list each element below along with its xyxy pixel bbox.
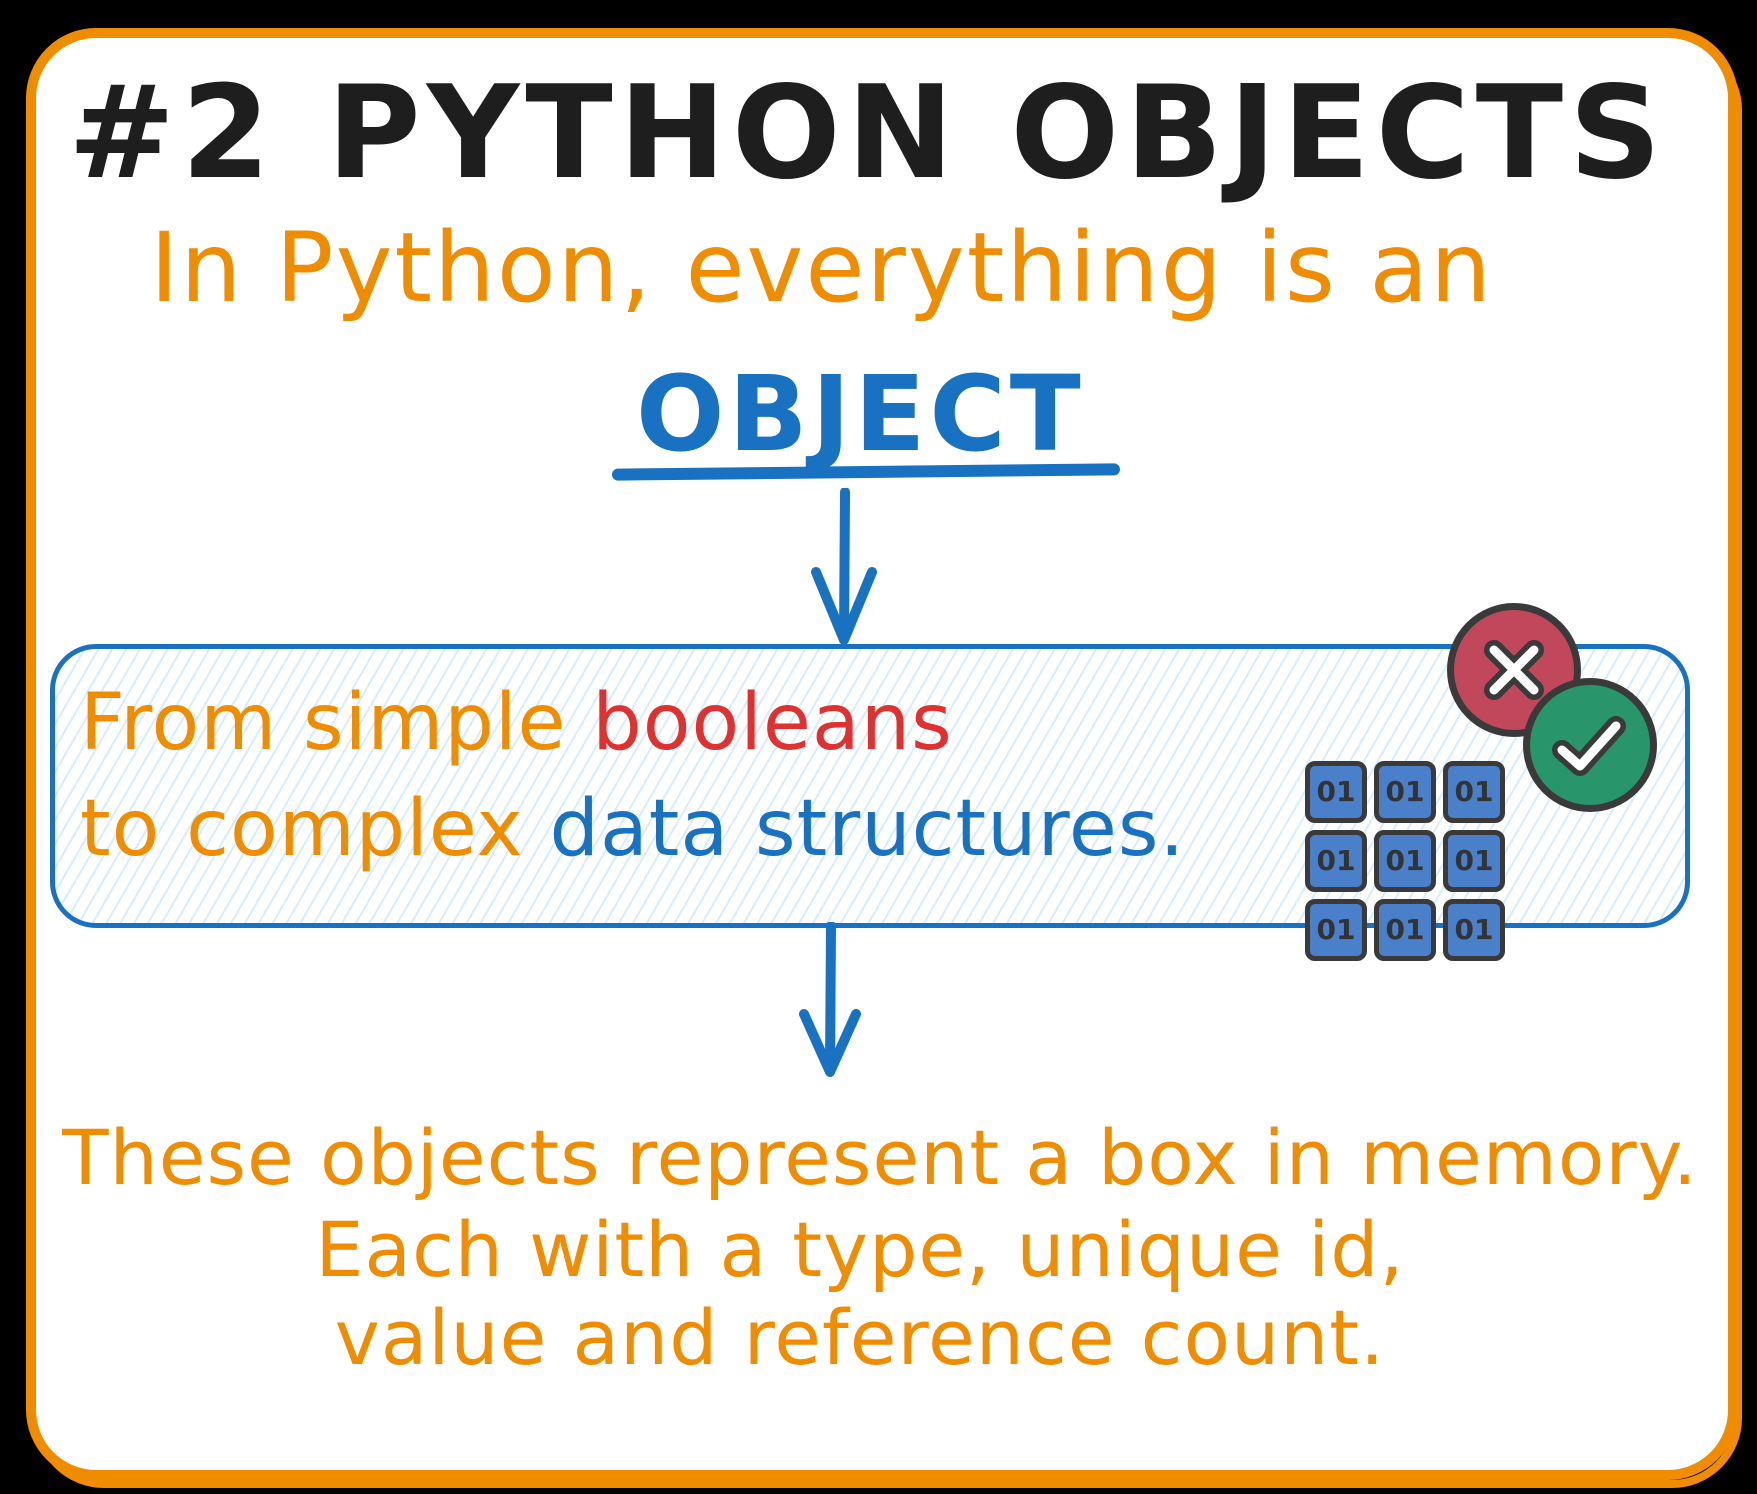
binary-tile: 01 <box>1305 830 1367 892</box>
arrow-down-icon <box>811 488 877 645</box>
intro-text: In Python, everything is an <box>150 212 1494 324</box>
binary-tile: 01 <box>1374 830 1436 892</box>
conclusion-line-3: value and reference count. <box>334 1293 1386 1382</box>
binary-tile: 01 <box>1305 899 1367 961</box>
conclusion-line-1: These objects represent a box in memory. <box>62 1113 1698 1202</box>
check-icon <box>1552 716 1626 776</box>
arrow-down-icon <box>799 922 861 1077</box>
binary-tile: 01 <box>1443 761 1505 823</box>
box-line-1: From simple booleans <box>80 684 953 762</box>
binary-tile: 01 <box>1305 761 1367 823</box>
close-icon <box>1484 640 1544 700</box>
data-structures-highlight: data structures. <box>549 784 1186 874</box>
page-title: #2 PYTHON OBJECTS <box>68 59 1668 208</box>
object-highlight: OBJECT <box>636 353 1085 475</box>
booleans-highlight: booleans <box>592 678 953 768</box>
box-line-2-prefix: to complex <box>80 784 550 874</box>
binary-tile: 01 <box>1443 899 1505 961</box>
binary-tile: 01 <box>1443 830 1505 892</box>
conclusion-line-2: Each with a type, unique id, <box>315 1205 1405 1294</box>
box-line-2: to complex data structures. <box>80 790 1185 868</box>
binary-tile: 01 <box>1374 899 1436 961</box>
check-circle-icon <box>1523 678 1657 812</box>
binary-tile: 01 <box>1374 761 1436 823</box>
box-line-1-prefix: From simple <box>80 678 593 768</box>
